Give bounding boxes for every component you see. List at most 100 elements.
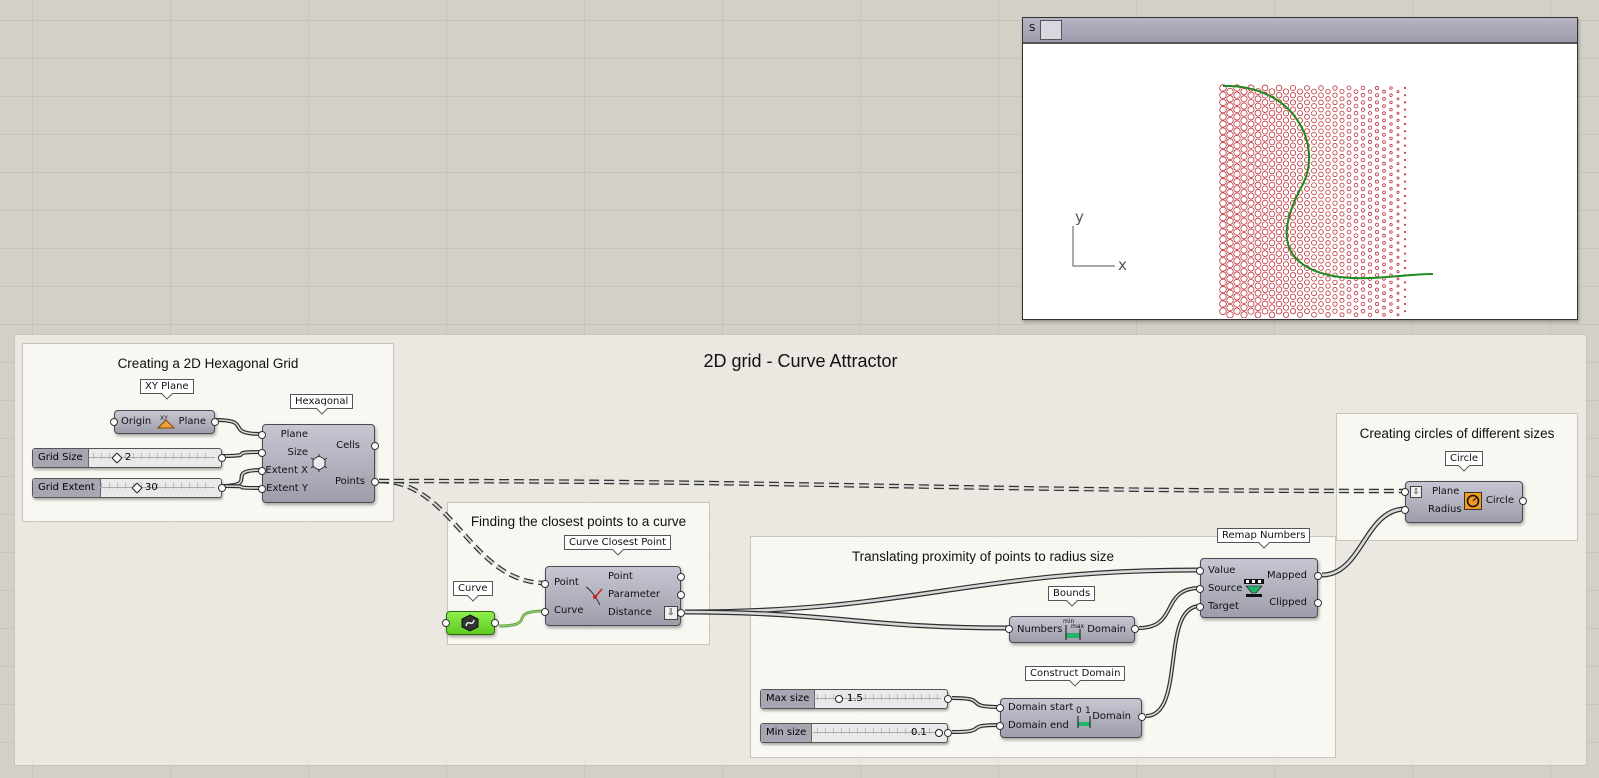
hex-size-port[interactable]	[258, 449, 266, 457]
grid-extent-value: 30	[145, 482, 158, 493]
max-size-slider[interactable]: Max size 1.5	[760, 689, 952, 709]
viewer-point	[1219, 149, 1227, 157]
viewer-point	[1233, 199, 1241, 207]
viewer-point	[1332, 301, 1338, 307]
viewer-point	[1297, 211, 1303, 217]
viewer-point	[1325, 168, 1331, 174]
viewer-point	[1367, 255, 1373, 260]
viewer-point	[1375, 93, 1379, 98]
max-size-out-port[interactable]	[944, 695, 952, 703]
ccp-distance-out-port[interactable]	[677, 609, 685, 617]
grid-extent-slider[interactable]: Grid Extent 30	[32, 478, 226, 498]
ccp-point-out-port[interactable]	[677, 573, 685, 581]
viewer-point	[1367, 204, 1373, 209]
preview-viewer[interactable]: S y x	[1022, 17, 1578, 320]
grid-size-out-port[interactable]	[218, 454, 226, 462]
viewer-point	[1403, 122, 1407, 126]
viewer-point	[1346, 251, 1352, 256]
bounds-numbers-port[interactable]	[1005, 625, 1013, 633]
viewer-point	[1389, 158, 1393, 162]
viewer-point	[1254, 189, 1262, 196]
viewer-point	[1289, 106, 1297, 113]
viewer-point	[1360, 237, 1366, 242]
viewer-point	[1375, 194, 1379, 198]
viewer-point	[1268, 153, 1276, 160]
viewer-point	[1275, 128, 1283, 135]
bounds-domain-port[interactable]	[1131, 625, 1139, 633]
viewer-point	[1282, 254, 1290, 261]
viewer-point	[1389, 208, 1393, 213]
viewer-point	[1375, 158, 1379, 162]
curve-param-out-port[interactable]	[491, 619, 499, 627]
cd-domain-port[interactable]	[1138, 713, 1146, 721]
viewer-point	[1389, 151, 1393, 155]
curve-icon	[461, 614, 479, 632]
remap-numbers-component[interactable]: Value Source Target Mapped Clipped	[1196, 558, 1322, 618]
viewer-header[interactable]: S	[1023, 18, 1577, 44]
remap-target-port[interactable]	[1196, 603, 1204, 611]
hex-cells-port[interactable]	[371, 442, 379, 450]
viewer-point	[1268, 246, 1276, 254]
cd-end-port[interactable]	[996, 722, 1004, 730]
min-size-knob[interactable]	[935, 729, 943, 737]
remap-mapped-port[interactable]	[1314, 572, 1322, 580]
xy-plane-origin-port[interactable]	[110, 418, 118, 426]
circle-plane-flatten-icon[interactable]: ⇩	[1410, 486, 1422, 498]
viewer-point	[1396, 270, 1400, 274]
hex-plane-port[interactable]	[258, 431, 266, 439]
viewer-point	[1254, 232, 1262, 239]
curve-closest-point-component[interactable]: Point Curve Point Parameter Distance ⇩	[541, 566, 685, 626]
circle-icon	[1464, 492, 1482, 510]
min-size-slider[interactable]: Min size 0.1	[760, 723, 952, 743]
circle-out-port[interactable]	[1519, 497, 1527, 505]
viewer-point	[1367, 247, 1373, 253]
viewer-point	[1297, 239, 1303, 246]
min-size-out-port[interactable]	[944, 729, 952, 737]
ccp-curve-port[interactable]	[541, 608, 549, 616]
circle-plane-port[interactable]	[1401, 488, 1409, 496]
ccp-parameter-out-port[interactable]	[677, 591, 685, 599]
remap-clipped-port[interactable]	[1314, 599, 1322, 607]
viewer-point	[1219, 228, 1227, 236]
viewer-point	[1311, 218, 1317, 225]
viewer-point	[1403, 230, 1407, 234]
cd-start-port[interactable]	[996, 704, 1004, 712]
viewer-point	[1332, 229, 1338, 235]
grid-extent-out-port[interactable]	[218, 484, 226, 492]
hex-extent-x-port[interactable]	[258, 467, 266, 475]
viewer-point	[1311, 211, 1317, 217]
viewer-point	[1275, 149, 1283, 156]
hex-points-port[interactable]	[371, 478, 379, 486]
construct-domain-component[interactable]: Domain start Domain end 0 1 Domain	[996, 698, 1146, 738]
xy-plane-component[interactable]: Origin XY Plane	[110, 410, 219, 434]
circle-component[interactable]: ⇩ Plane Radius Circle	[1401, 481, 1527, 523]
ccp-input-point: Point	[554, 577, 579, 588]
viewer-point	[1339, 305, 1345, 311]
viewer-image-icon[interactable]	[1040, 20, 1062, 40]
viewer-point	[1403, 144, 1407, 147]
viewer-point	[1325, 124, 1331, 131]
ccp-flatten-icon[interactable]: ⇩	[664, 606, 678, 620]
viewer-point	[1360, 107, 1366, 112]
circle-radius-port[interactable]	[1401, 506, 1409, 514]
curve-param-in-port[interactable]	[442, 619, 450, 627]
viewer-point	[1367, 269, 1373, 274]
viewer-point	[1311, 175, 1317, 181]
viewer-point	[1325, 153, 1331, 160]
viewer-point	[1240, 304, 1248, 312]
bounds-component[interactable]: Numbers min max Domain	[1005, 616, 1139, 643]
hexagonal-component[interactable]: Plane Size Extent X Extent Y Cells Point…	[258, 424, 379, 503]
remap-source-port[interactable]	[1196, 585, 1204, 593]
curve-param-component[interactable]	[442, 611, 499, 635]
viewer-point	[1318, 85, 1324, 91]
viewer-point	[1360, 229, 1366, 235]
xy-plane-plane-port[interactable]	[211, 418, 219, 426]
viewer-point	[1403, 115, 1407, 118]
max-size-knob[interactable]	[835, 695, 843, 703]
viewer-point	[1382, 104, 1386, 108]
hex-extent-y-port[interactable]	[258, 485, 266, 493]
ccp-point-port[interactable]	[541, 580, 549, 588]
grid-size-slider[interactable]: Grid Size 2	[32, 448, 226, 468]
remap-value-port[interactable]	[1196, 567, 1204, 575]
viewer-point	[1289, 257, 1297, 264]
